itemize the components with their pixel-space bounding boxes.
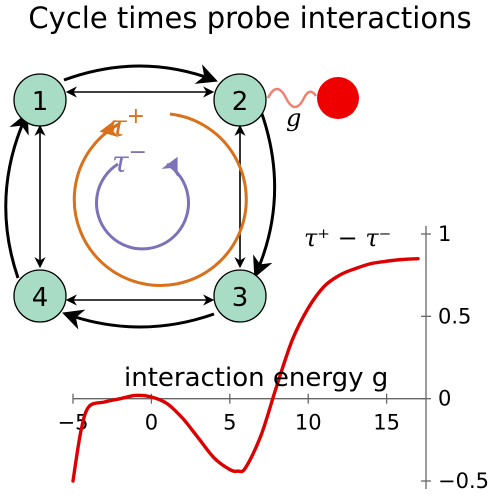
node-4: 4	[13, 269, 67, 323]
tau-plus-label: τ+	[110, 104, 145, 144]
figure-title: Cycle times probe interactions	[28, 1, 471, 35]
node-3: 3	[213, 269, 267, 323]
tau-plus-arrow	[99, 119, 119, 138]
node-4-label: 4	[32, 283, 49, 313]
curved-edge-3-to-4	[62, 309, 215, 330]
tau-plus-cycle	[72, 112, 248, 287]
tau-minus-label: τ−	[112, 140, 147, 180]
y-axis-label: τ⁺ − τ⁻	[304, 224, 391, 252]
node-2-label: 2	[232, 87, 249, 117]
y-tick-label: 0	[438, 387, 451, 411]
x-tick-label: 15	[373, 411, 400, 435]
node-1-label: 1	[32, 87, 49, 117]
node-3-label: 3	[232, 283, 249, 313]
coupling-label: g	[286, 104, 301, 132]
probe-particle	[317, 77, 359, 119]
y-tick-label: 1	[438, 222, 451, 246]
y-tick-label: 0.5	[438, 304, 471, 328]
curved-edge-1-to-2	[63, 64, 218, 84]
tau-minus-arrow	[161, 156, 178, 177]
y-tick-label: −0.5	[438, 469, 489, 493]
cycle-diagram: τ+ τ− 1 2 3 4 g	[4, 64, 359, 330]
series-curve	[71, 257, 420, 483]
curved-edge-2-to-3	[253, 113, 277, 278]
tau-minus-cycle	[95, 162, 190, 251]
x-tick-label: 5	[223, 411, 236, 435]
x-tick-label: 0	[145, 411, 158, 435]
node-1: 1	[13, 73, 67, 127]
curved-edge-4-to-1	[4, 112, 29, 279]
x-axis-label: interaction energy g	[124, 363, 388, 393]
node-2: 2	[213, 73, 267, 127]
x-tick-label: 10	[295, 411, 322, 435]
coupling-spring	[266, 87, 318, 109]
